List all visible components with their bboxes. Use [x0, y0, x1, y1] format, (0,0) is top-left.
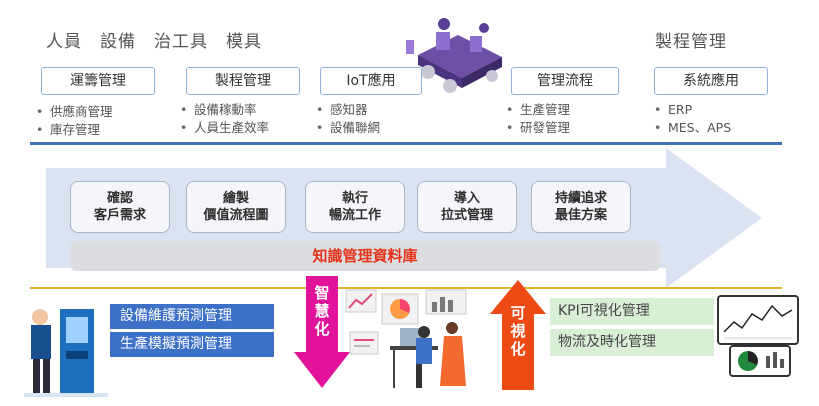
- category-system-title: 系統應用: [654, 67, 768, 95]
- step-flow-work: 執行暢流工作: [305, 181, 405, 233]
- list-item: 感知器: [316, 101, 380, 119]
- section-divider: [30, 142, 782, 145]
- data-analysis-illustration: [345, 289, 467, 388]
- list-item: 人員生產效率: [180, 119, 269, 137]
- smart-factory-illustration: [406, 18, 502, 93]
- smart-down-arrow: [294, 276, 350, 388]
- category-flow-title: 管理流程: [511, 67, 619, 95]
- category-process-title: 製程管理: [186, 67, 300, 95]
- list-item: 供應商管理: [36, 103, 113, 121]
- maintenance-worker-illustration: [24, 309, 108, 397]
- list-item: 設備稼動率: [180, 101, 269, 119]
- list-item: 生產管理: [506, 101, 570, 119]
- production-simulation-prediction: 生產模擬預測管理: [110, 332, 274, 357]
- list-item: MES、APS: [654, 119, 731, 137]
- category-logistics-title: 運籌管理: [41, 67, 155, 95]
- list-item: 庫存管理: [36, 121, 113, 139]
- bottom-divider: [30, 287, 782, 289]
- visual-up-arrow: [490, 280, 546, 390]
- equipment-maintenance-prediction: 設備維護預測管理: [110, 304, 274, 329]
- list-item: ERP: [654, 101, 731, 119]
- category-process-list: 設備稼動率 人員生產效率: [180, 101, 269, 137]
- dashboard-monitors-illustration: [717, 295, 799, 377]
- list-item: 設備聯網: [316, 119, 380, 137]
- step-pull-system: 導入拉式管理: [417, 181, 517, 233]
- step-value-stream-map: 繪製價值流程圖: [186, 181, 286, 233]
- category-system-list: ERP MES、APS: [654, 101, 731, 137]
- resource-header: 人員 設備 治工具 模具: [46, 32, 262, 52]
- step-continuous-improvement: 持續追求最佳方案: [531, 181, 631, 233]
- category-iot-list: 感知器 設備聯網: [316, 101, 380, 137]
- category-flow-list: 生產管理 研發管理: [506, 101, 570, 137]
- logistics-jit-management: 物流及時化管理: [550, 329, 714, 356]
- list-item: 研發管理: [506, 119, 570, 137]
- kpi-visual-management: KPI可視化管理: [550, 298, 714, 325]
- category-iot-title: IoT應用: [320, 67, 422, 95]
- visual-label: 可視化: [510, 304, 526, 358]
- step-confirm-needs: 確認客戶需求: [70, 181, 170, 233]
- category-logistics-list: 供應商管理 庫存管理: [36, 103, 113, 139]
- process-header: 製程管理: [655, 32, 727, 52]
- knowledge-database-bar: 知識管理資料庫: [70, 241, 660, 271]
- smart-label: 智慧化: [314, 284, 330, 338]
